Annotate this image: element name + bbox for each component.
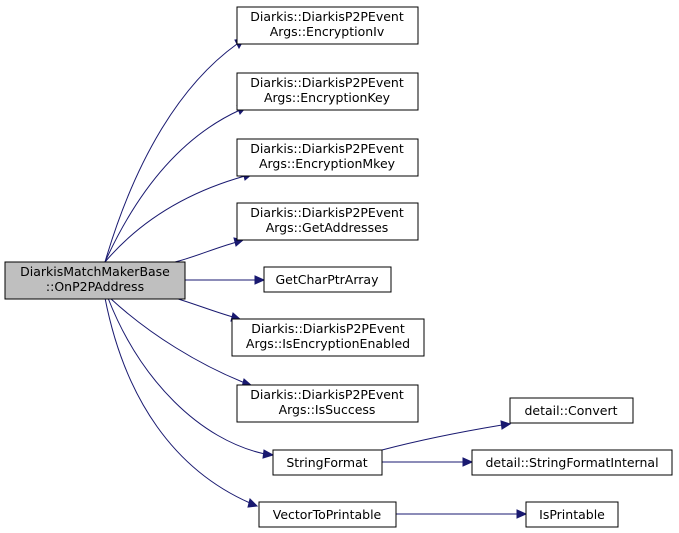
node-is-success-line1: Diarkis::DiarkisP2PEvent [250, 387, 404, 402]
node-encryption-mkey-line1: Diarkis::DiarkisP2PEvent [250, 141, 404, 156]
node-get-char-ptr-array[interactable]: GetCharPtrArray [263, 266, 392, 293]
node-root-line2: ::OnP2PAddress [46, 279, 144, 294]
node-is-printable[interactable]: IsPrintable [525, 501, 619, 528]
node-is-encryption-enabled-line2: Args::IsEncryptionEnabled [246, 336, 410, 351]
node-encryption-mkey-line2: Args::EncryptionMkey [259, 156, 396, 171]
edge-string-format-to-string-format-internal [382, 457, 474, 467]
node-get-addresses[interactable]: Diarkis::DiarkisP2PEvent Args::GetAddres… [236, 202, 419, 241]
node-is-encryption-enabled-line1: Diarkis::DiarkisP2PEvent [251, 321, 405, 336]
node-encryption-key[interactable]: Diarkis::DiarkisP2PEvent Args::Encryptio… [236, 72, 419, 111]
node-get-char-ptr-array-label: GetCharPtrArray [276, 272, 380, 287]
node-root-line1: DiarkisMatchMakerBase [20, 264, 170, 279]
node-string-format[interactable]: StringFormat [272, 449, 383, 476]
node-get-addresses-line2: Args::GetAddresses [266, 220, 389, 235]
edge-to-string-format [107, 297, 275, 459]
edge-to-is-encryption-enabled [174, 297, 243, 322]
node-root[interactable]: DiarkisMatchMakerBase ::OnP2PAddress [4, 261, 186, 300]
edge-to-is-success [109, 297, 254, 388]
edge-to-get-char-ptr-array [185, 275, 266, 285]
node-get-addresses-line1: Diarkis::DiarkisP2PEvent [250, 205, 404, 220]
node-encryption-key-line2: Args::EncryptionKey [264, 90, 391, 105]
node-is-printable-label: IsPrintable [539, 507, 605, 522]
edge-string-format-to-convert [381, 420, 512, 451]
edge-to-vector-to-printable [104, 297, 259, 508]
edge-to-encryption-iv [104, 38, 245, 263]
node-encryption-mkey[interactable]: Diarkis::DiarkisP2PEvent Args::Encryptio… [236, 138, 419, 177]
node-vector-to-printable-label: VectorToPrintable [273, 507, 382, 522]
node-encryption-iv-line1: Diarkis::DiarkisP2PEvent [250, 9, 404, 24]
node-detail-convert[interactable]: detail::Convert [509, 397, 634, 424]
edge-to-encryption-mkey [104, 171, 254, 263]
node-encryption-key-line1: Diarkis::DiarkisP2PEvent [250, 75, 404, 90]
node-is-encryption-enabled[interactable]: Diarkis::DiarkisP2PEvent Args::IsEncrypt… [231, 318, 425, 357]
node-detail-string-format-internal-label: detail::StringFormatInternal [485, 455, 658, 470]
node-is-success[interactable]: Diarkis::DiarkisP2PEvent Args::IsSuccess [236, 384, 419, 423]
edge-vector-to-printable-to-is-printable [396, 509, 528, 519]
node-is-success-line2: Args::IsSuccess [279, 402, 376, 417]
node-detail-string-format-internal[interactable]: detail::StringFormatInternal [471, 449, 673, 476]
node-encryption-iv-line2: Args::EncryptionIv [270, 24, 385, 39]
node-encryption-iv[interactable]: Diarkis::DiarkisP2PEvent Args::Encryptio… [236, 6, 419, 45]
edge-to-encryption-key [104, 105, 247, 263]
node-detail-convert-label: detail::Convert [525, 403, 618, 418]
node-vector-to-printable[interactable]: VectorToPrintable [258, 501, 397, 528]
edge-to-get-addresses [174, 237, 245, 263]
node-string-format-label: StringFormat [286, 455, 367, 470]
